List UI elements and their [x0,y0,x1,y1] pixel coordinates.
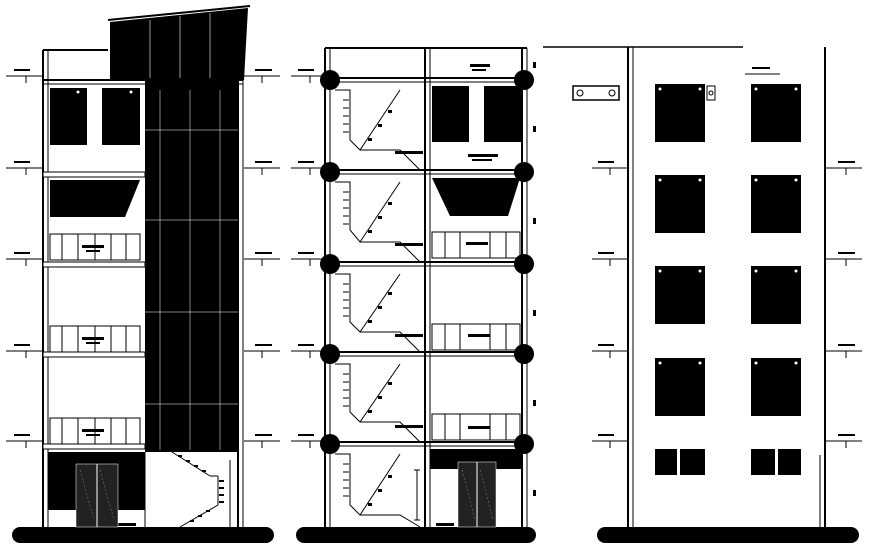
section-illegible-labels [395,64,498,526]
section-stair-treads [343,99,349,497]
section-railings [431,231,521,441]
ground-slab-section [296,527,536,543]
section-stair-risers [368,110,392,506]
level-markers-right [244,69,280,448]
section-ground-door [414,449,522,528]
section-right-ticks [533,62,536,496]
top-floor-windows [50,88,140,145]
balcony-railings [49,233,141,445]
ground-stair-steps [178,455,224,522]
ground-slab [12,527,274,543]
side-elevation-view [543,46,862,543]
side-top-label [745,67,780,75]
section-windows [432,86,521,216]
roof-tower [107,5,251,80]
side-window-dots [658,87,798,365]
side-level-markers-left [592,161,627,448]
side-windows [655,84,801,475]
section-level-markers [291,69,324,448]
illegible-labels [82,245,136,526]
level-markers-left [6,69,42,448]
section-view [291,47,536,543]
stair-shaft-block [145,80,238,452]
front-elevation-view [6,5,280,543]
side-vent [572,85,716,101]
side-level-markers-right [826,161,862,448]
awning [50,180,140,217]
side-outline [543,46,826,527]
ground-slab-side [597,527,859,543]
ground-floor [48,452,146,528]
beam-dots [320,70,534,454]
